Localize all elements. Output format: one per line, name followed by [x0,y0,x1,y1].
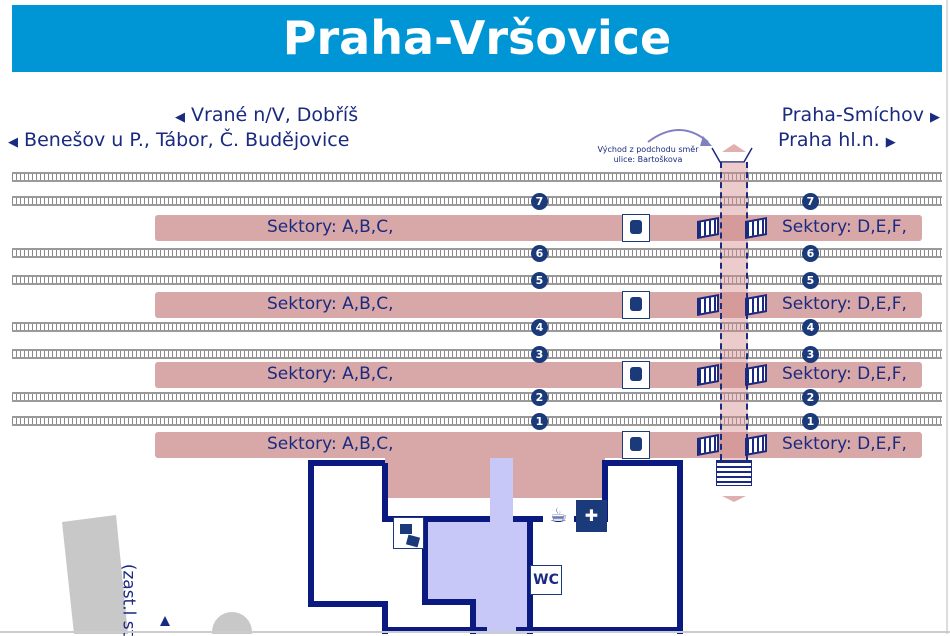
street-label: (zast.l st [118,563,139,636]
left-arrow-icon: ◀ [175,110,185,125]
sector-label-left: Sektory: A,B,C, [267,217,394,237]
direction-left-top: ◀ Vrané n/V, Dobříš [175,104,358,126]
sector-label-right: Sektory: D,E,F, [782,217,907,237]
direction-left-bottom: ◀ Benešov u P., Tábor, Č. Budějovice [8,129,349,151]
track-badge: 3 [531,346,548,363]
bus-stop-marker [212,612,252,634]
platform-2: Sektory: A,B,C, Sektory: D,E,F, [155,292,922,318]
exit-note: Východ z podchodu směr ulice: Bartoškova [597,145,699,164]
frame-edge [0,631,950,633]
underpass-up-marker [722,144,746,152]
track-7 [12,196,942,206]
track-5 [12,275,942,285]
direction-right-bottom: Praha hl.n. ▶ [778,129,896,151]
wc-sign: WC [530,565,562,595]
exit-arrow-head [700,136,712,146]
track-4 [12,322,942,332]
track-6 [12,248,942,258]
station-title: Praha-Vršovice [282,11,672,65]
underpass-down-marker [722,496,746,502]
track-badge: 5 [531,272,548,289]
track-badge: 1 [531,413,548,430]
sector-label-left: Sektory: A,B,C, [267,434,394,454]
direction-label: Praha-Smíchov [781,104,924,126]
sector-label-left: Sektory: A,B,C, [267,294,394,314]
platform-3: Sektory: A,B,C, Sektory: D,E,F, [155,362,922,388]
up-arrow-icon [160,616,170,626]
direction-label: Benešov u P., Tábor, Č. Budějovice [24,129,350,151]
track-badge: 6 [531,245,548,262]
track-badge: 3 [802,346,819,363]
train-icon [622,214,650,242]
track [12,172,942,182]
track-badge: 5 [802,272,819,289]
sector-label-right: Sektory: D,E,F, [782,364,907,384]
header-bar: Praha-Vršovice [12,5,942,72]
street-block [62,515,128,634]
right-arrow-icon: ▶ [930,110,940,125]
train-icon [622,361,650,389]
sector-label-left: Sektory: A,B,C, [267,364,394,384]
track-badge: 2 [531,389,548,406]
track-badge: 7 [531,193,548,210]
track-1 [12,416,942,426]
train-icon [622,431,650,459]
frame-edge [946,0,948,634]
sector-label-right: Sektory: D,E,F, [782,434,907,454]
ticket-office-icon [393,517,424,549]
direction-label: Praha hl.n. [778,129,880,151]
right-arrow-icon: ▶ [885,135,896,150]
track-badge: 4 [802,319,819,336]
track-badge: 6 [802,245,819,262]
stairs-icon [716,460,752,486]
gift-shop-icon: ✚ [576,500,607,532]
platform-1: Sektory: A,B,C, Sektory: D,E,F, [155,215,922,241]
corridor [425,519,530,634]
platform-4: Sektory: A,B,C, Sektory: D,E,F, [155,432,922,458]
track-3 [12,349,942,359]
track-badge: 1 [802,413,819,430]
train-icon [622,291,650,319]
left-arrow-icon: ◀ [8,135,18,150]
track-badge: 2 [802,389,819,406]
track-badge: 4 [531,319,548,336]
direction-label: Vrané n/V, Dobříš [191,104,359,126]
cafe-icon: ☕ [543,500,574,532]
underpass [720,162,748,460]
track-2 [12,392,942,402]
sector-label-right: Sektory: D,E,F, [782,294,907,314]
direction-right-top: Praha-Smíchov ▶ [782,104,940,126]
track-badge: 7 [802,193,819,210]
